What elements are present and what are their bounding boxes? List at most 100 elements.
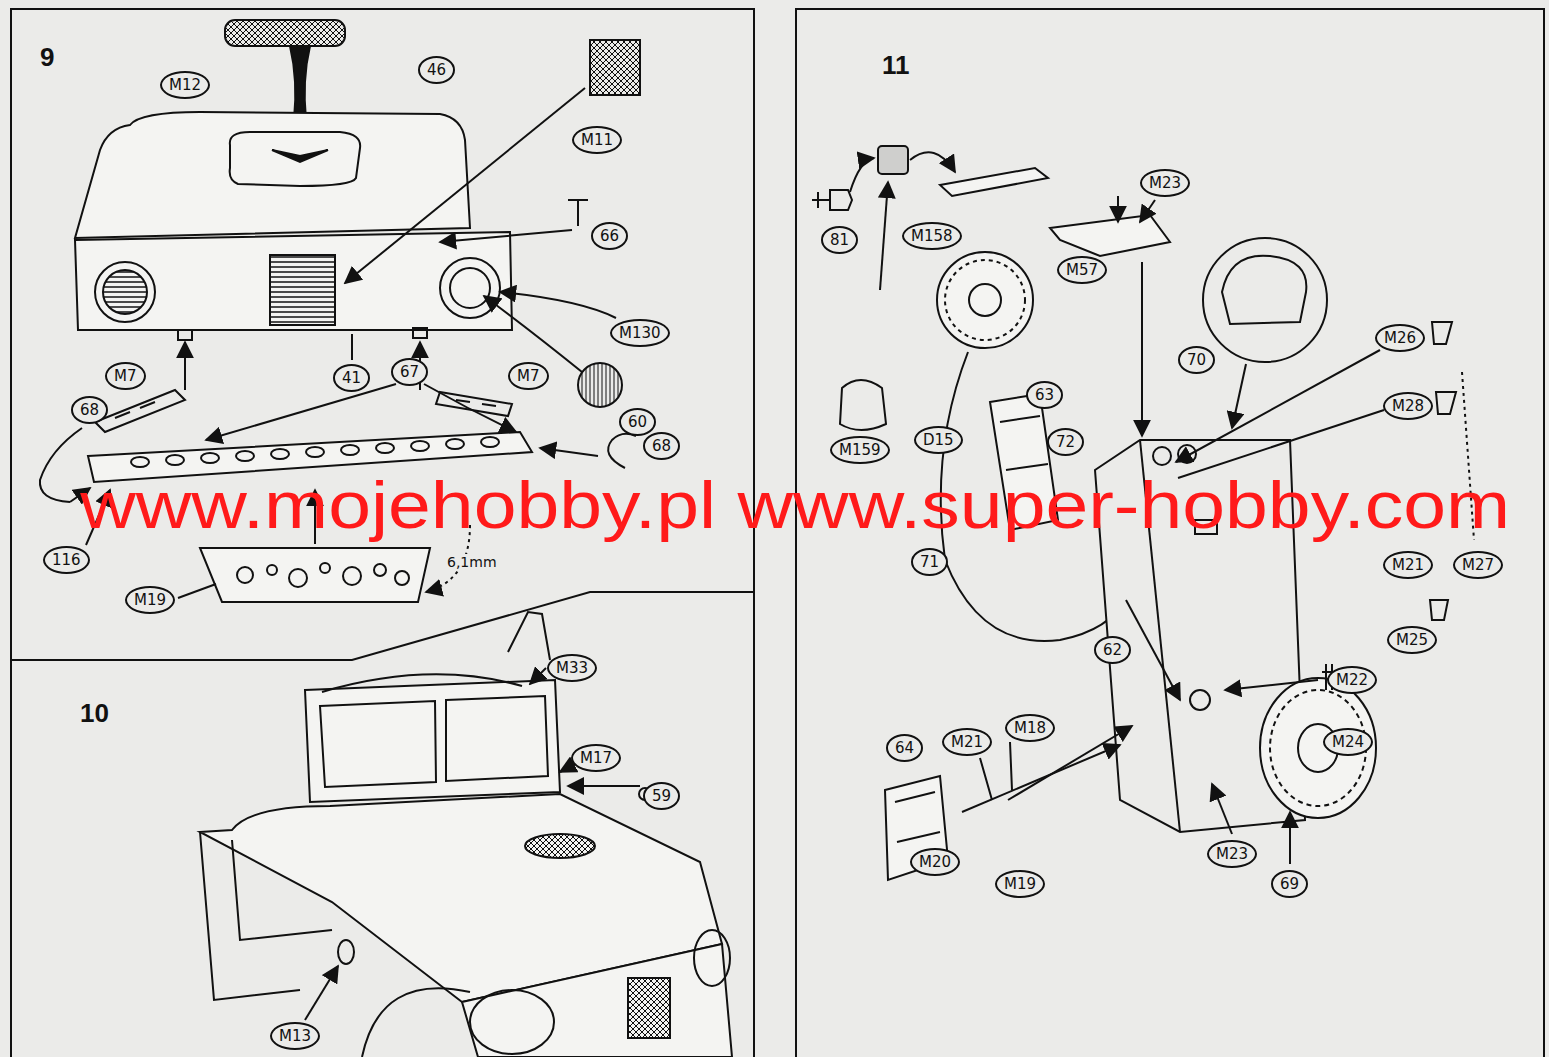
line-art <box>271 449 289 459</box>
line-art <box>1436 392 1456 414</box>
line-art <box>103 270 147 314</box>
line-art <box>232 840 332 940</box>
line-art <box>1141 262 1143 436</box>
line-art <box>267 565 277 575</box>
line-art <box>560 764 575 772</box>
line-art <box>184 342 186 390</box>
line-art <box>343 567 361 585</box>
callout-number: M18 <box>1005 714 1055 742</box>
line-art <box>236 451 254 461</box>
line-art <box>413 328 427 338</box>
line-art <box>289 569 307 587</box>
line-art <box>440 230 572 242</box>
line-art <box>481 437 499 447</box>
line-art <box>395 571 409 585</box>
callout-number: 71 <box>911 548 948 576</box>
line-art <box>1225 680 1318 690</box>
callout-number: 64 <box>886 734 923 762</box>
line-art <box>1432 322 1452 344</box>
line-art <box>484 296 582 372</box>
line-art <box>362 988 470 1057</box>
line-art <box>812 190 852 210</box>
callout-number: 68 <box>71 396 108 424</box>
callout-number: M23 <box>1207 840 1257 868</box>
line-art <box>969 284 1001 316</box>
callout-number: 67 <box>391 358 428 386</box>
callout-number: M22 <box>1327 666 1377 694</box>
callout-number: 81 <box>821 226 858 254</box>
callout-number: D15 <box>914 426 963 454</box>
line-art <box>305 966 338 1020</box>
line-art <box>424 384 516 432</box>
line-art <box>178 330 192 340</box>
line-art <box>351 334 353 360</box>
line-art <box>878 146 908 174</box>
line-art <box>206 384 396 440</box>
line-art <box>320 563 330 573</box>
line-art <box>290 46 310 120</box>
line-art <box>578 363 622 407</box>
callout-number: M11 <box>572 126 622 154</box>
callout-number: 46 <box>418 56 455 84</box>
dimension-label: 6,1mm <box>445 554 499 570</box>
line-art <box>1260 678 1376 818</box>
line-art <box>840 380 886 430</box>
callout-number: 116 <box>43 546 90 574</box>
line-art <box>225 20 345 46</box>
callout-number: M7 <box>105 362 146 390</box>
callout-number: M26 <box>1375 324 1425 352</box>
line-art <box>1126 600 1180 700</box>
line-art <box>937 252 1033 348</box>
callout-number: 69 <box>1271 870 1308 898</box>
step10-drawing <box>200 612 732 1057</box>
callout-number: M159 <box>830 436 890 464</box>
line-art <box>237 567 253 583</box>
line-art <box>568 785 640 787</box>
line-art <box>40 428 82 502</box>
line-art <box>272 150 328 162</box>
callout-number: M24 <box>1323 728 1373 756</box>
callout-number: 68 <box>643 432 680 460</box>
line-art <box>440 258 500 318</box>
line-art <box>322 674 522 692</box>
line-art <box>628 978 670 1038</box>
line-art <box>201 453 219 463</box>
line-art <box>540 448 598 456</box>
callout-number: 59 <box>643 782 680 810</box>
line-art <box>462 944 732 1057</box>
line-art <box>1232 364 1246 428</box>
line-art <box>1178 410 1384 478</box>
callout-number: M19 <box>995 870 1045 898</box>
callout-number: M28 <box>1383 392 1433 420</box>
callout-number: M23 <box>1140 169 1190 197</box>
line-art <box>1140 200 1155 222</box>
line-art <box>436 392 512 416</box>
line-art <box>345 88 585 283</box>
line-art <box>880 182 888 290</box>
line-art <box>411 441 429 451</box>
line-art <box>446 439 464 449</box>
callout-number: M7 <box>508 362 549 390</box>
line-art <box>1000 416 1048 470</box>
line-art <box>200 548 430 602</box>
callout-number: M33 <box>547 654 597 682</box>
line-art <box>166 455 184 465</box>
line-art <box>1153 447 1171 465</box>
line-art <box>270 255 335 325</box>
line-art <box>694 930 730 986</box>
step-number: 11 <box>882 52 910 78</box>
line-art <box>1212 784 1232 834</box>
line-art <box>568 200 588 226</box>
line-art <box>850 158 874 192</box>
line-art <box>374 564 386 576</box>
step-panel: 10 <box>10 660 755 1057</box>
line-art <box>446 696 548 781</box>
step-number: 10 <box>80 700 109 726</box>
line-art <box>470 990 554 1054</box>
line-art <box>608 434 636 468</box>
line-art <box>962 745 1120 812</box>
callout-number: M130 <box>610 319 670 347</box>
callout-number: 60 <box>619 408 656 436</box>
callout-number: M13 <box>270 1022 320 1050</box>
